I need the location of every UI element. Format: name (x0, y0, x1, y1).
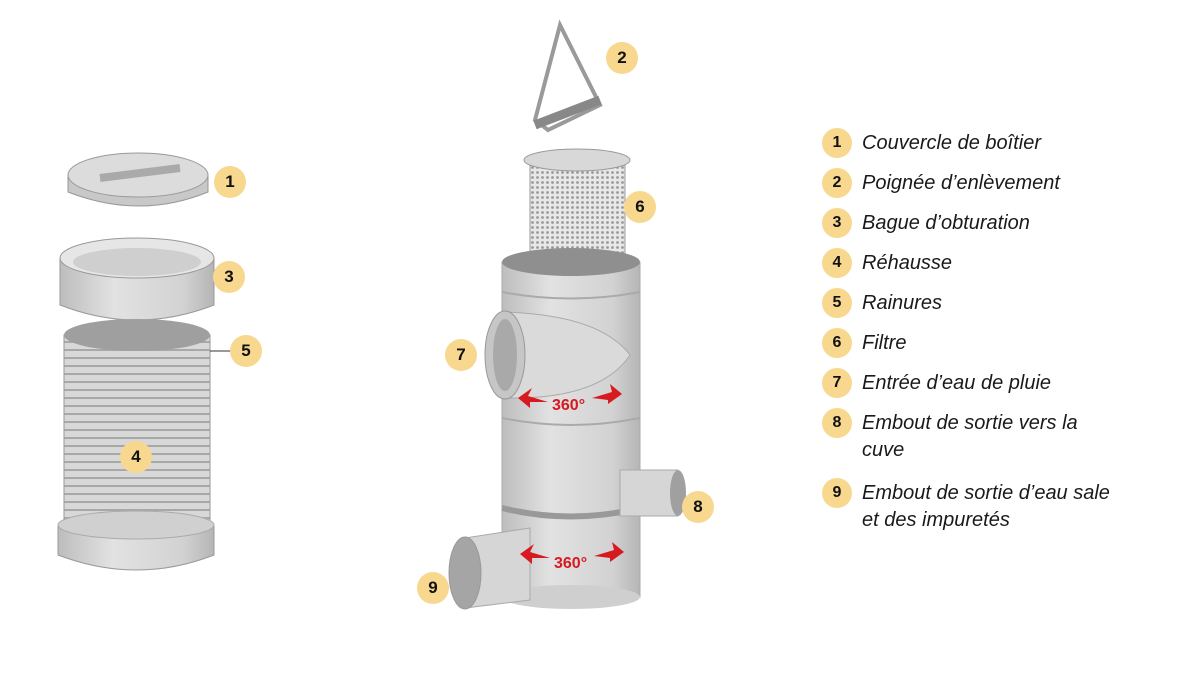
callout-badge-8: 8 (682, 491, 714, 523)
callout-badge-4: 4 (120, 441, 152, 473)
rotation-arrow-top: 360° (518, 384, 622, 414)
legend-badge: 2 (822, 168, 852, 198)
callout-badge-2: 2 (606, 42, 638, 74)
lid-part (67, 152, 209, 207)
riser-part (57, 319, 232, 571)
legend-badge: 3 (822, 208, 852, 238)
legend-badge: 4 (822, 248, 852, 278)
inlet-pipe (484, 310, 631, 400)
legend-badge: 7 (822, 368, 852, 398)
legend-item: 7 Entrée d’eau de pluie (822, 368, 1182, 398)
legend-text: Entrée d’eau de pluie (862, 372, 1052, 394)
callout-badge-9: 9 (417, 572, 449, 604)
legend-badge: 9 (822, 478, 852, 508)
rotation-label-top: 360° (552, 397, 585, 414)
legend-text: Embout de sortie vers la cuve (862, 412, 1078, 461)
legend-text: Rainures (862, 292, 943, 314)
legend-item: 3 Bague d’obturation (822, 208, 1182, 238)
legend-badge: 5 (822, 288, 852, 318)
legend-text: Poignée d’enlèvement (862, 172, 1060, 194)
legend: 1 Couvercle de boîtier 2 Poignée d’enlèvem… (822, 128, 1182, 548)
rotation-label-bottom: 360° (554, 555, 587, 572)
dirty-water-outlet-pipe (448, 527, 531, 610)
callout-badge-3: 3 (213, 261, 245, 293)
legend-item: 9 Embout de sortie d’eau sale et des impu… (822, 478, 1182, 534)
legend-badge: 6 (822, 328, 852, 358)
legend-text: Réhausse (862, 252, 953, 274)
callout-badge-6: 6 (624, 191, 656, 223)
legend-badge: 1 (822, 128, 852, 158)
rotation-arrow-bottom: 360° (520, 542, 624, 572)
legend-item: 2 Poignée d’enlèvement (822, 168, 1182, 198)
legend-item: 4 Réhausse (822, 248, 1182, 278)
legend-item: 8 Embout de sortie vers la cuve (822, 408, 1182, 464)
callout-badge-7: 7 (445, 339, 477, 371)
legend-badge: 8 (822, 408, 852, 438)
callout-badge-5: 5 (230, 335, 262, 367)
legend-text: Couvercle de boîtier (862, 132, 1041, 154)
sealing-ring-part (59, 237, 215, 321)
legend-item: 5 Rainures (822, 288, 1182, 318)
legend-text: Embout de sortie d’eau sale et des impur… (862, 482, 1110, 531)
handle-part (532, 19, 603, 133)
legend-item: 6 Filtre (822, 328, 1182, 358)
legend-text: Bague d’obturation (862, 212, 1030, 234)
outlet-pipe-tank (619, 469, 686, 517)
callout-badge-1: 1 (214, 166, 246, 198)
legend-item: 1 Couvercle de boîtier (822, 128, 1182, 158)
legend-text: Filtre (862, 332, 907, 354)
